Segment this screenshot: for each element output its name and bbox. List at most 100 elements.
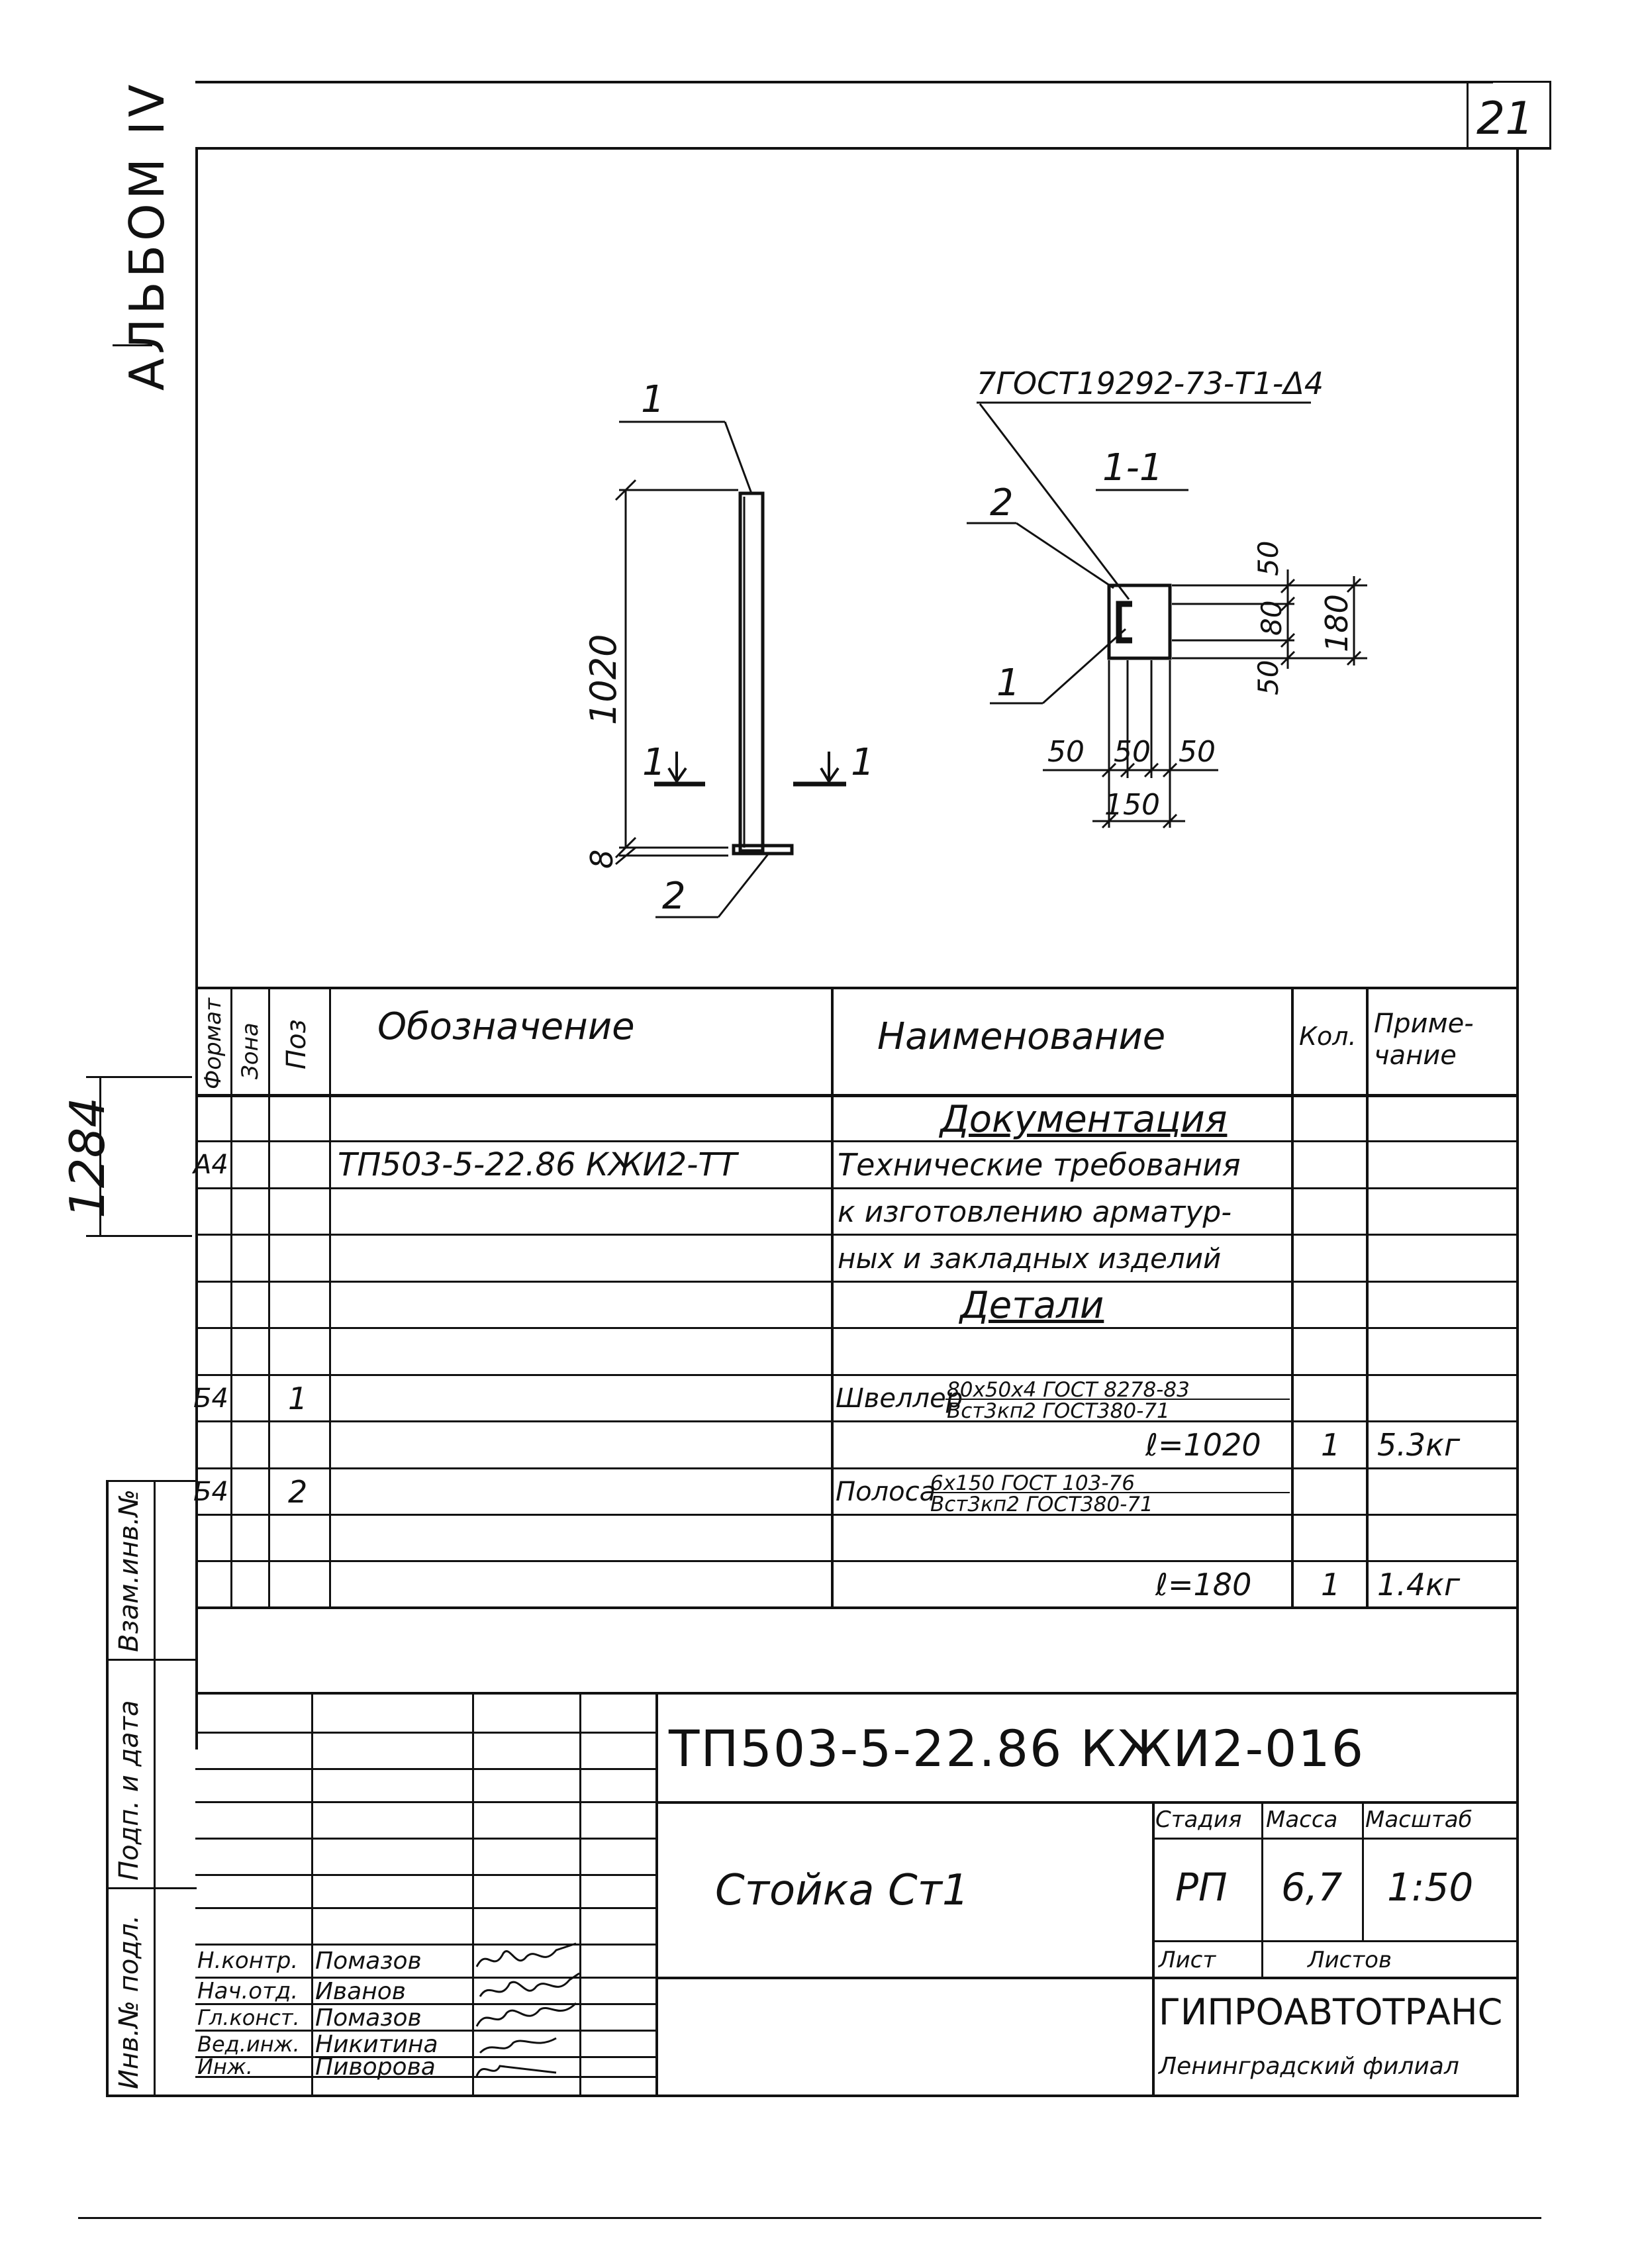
elev-cut-left: 1 bbox=[642, 741, 666, 784]
section-channel bbox=[1116, 601, 1132, 644]
elev-pos-top: 1 bbox=[641, 378, 665, 421]
part1-spec-fraction-line bbox=[945, 1399, 1290, 1400]
header-name: Наименование bbox=[877, 1014, 1166, 1058]
header-format: Формат bbox=[200, 998, 226, 1089]
sig-row-9 bbox=[195, 2003, 655, 2005]
doc-format: А4 bbox=[193, 1150, 228, 1180]
dim-h-left: 50 bbox=[1047, 735, 1085, 769]
spec-row-line-10 bbox=[195, 1560, 1518, 1562]
drawing-area: 1 1020 8 2 1 1 7ГОСТ19292-73-Т1-Δ4 1-1 2… bbox=[583, 366, 1367, 918]
header-designation: Обозначение bbox=[377, 1005, 635, 1048]
stamp-title-bottom bbox=[655, 1977, 1518, 1979]
dim-v-top: 50 bbox=[1252, 541, 1284, 576]
spec-row-line-8 bbox=[195, 1467, 1518, 1469]
page-number-box-left bbox=[1467, 81, 1469, 147]
signature-2 bbox=[479, 1972, 580, 1997]
sig-row-12 bbox=[195, 2076, 655, 2078]
header-zone: Зона bbox=[237, 1022, 264, 1079]
header-qty: Кол. bbox=[1299, 1022, 1357, 1051]
dim-v-mid: 80 bbox=[1255, 601, 1288, 636]
section-parts: Детали bbox=[960, 1283, 1104, 1327]
elev-pos-bottom: 2 bbox=[662, 875, 686, 918]
archive-number: 1284 bbox=[60, 1097, 115, 1218]
part1-spec-bottom: Вст3кп2 ГОСТ380-71 bbox=[947, 1399, 1170, 1423]
sig-row-6 bbox=[195, 1907, 655, 1909]
side-label-vzam: Взам.инв.№ bbox=[114, 1489, 144, 1652]
side-strip-div-1 bbox=[106, 1659, 197, 1661]
stamp-top-line bbox=[195, 1692, 1518, 1695]
frame-right-line bbox=[1516, 147, 1519, 2097]
spec-col-note bbox=[1366, 987, 1369, 1608]
side-strip-inner bbox=[154, 1480, 156, 2096]
part2-note: 1.4кг bbox=[1377, 1567, 1461, 1602]
sig-col-1 bbox=[311, 1692, 313, 2096]
sig-row-11 bbox=[195, 2056, 655, 2058]
part1-name: Швеллер bbox=[836, 1383, 963, 1414]
dim-h-total: 150 bbox=[1104, 788, 1160, 822]
name-2: Иванов bbox=[315, 1977, 406, 2005]
stamp-sheets-label: Листов bbox=[1308, 1947, 1392, 1973]
part2-format: Б4 bbox=[193, 1477, 228, 1507]
signature-4 bbox=[479, 2037, 557, 2054]
part1-format: Б4 bbox=[193, 1383, 228, 1414]
sig-col-3 bbox=[579, 1692, 581, 2096]
stamp-branch: Ленинградский филиал bbox=[1159, 2052, 1459, 2080]
frame-left-line bbox=[195, 147, 198, 1750]
doc-name-line-2: к изготовлению арматур- bbox=[838, 1195, 1232, 1229]
dim-v-total: 180 bbox=[1319, 594, 1355, 652]
stamp-col-divider bbox=[655, 1692, 658, 2096]
sig-row-7 bbox=[195, 1944, 655, 1946]
part1-spec-top: 80х50х4 ГОСТ 8278-83 bbox=[947, 1378, 1190, 1402]
sig-row-2 bbox=[195, 1768, 655, 1770]
role-3: Гл.конст. bbox=[197, 2005, 300, 2030]
elev-base-dim: 8 bbox=[584, 850, 620, 869]
part1-note: 5.3кг bbox=[1377, 1427, 1461, 1463]
sig-row-8 bbox=[195, 1977, 655, 1979]
stamp-code: ТП503-5-22.86 КЖИ2-016 bbox=[669, 1718, 1365, 1778]
sig-row-4 bbox=[195, 1838, 655, 1840]
spec-bottom-line bbox=[195, 1606, 1518, 1609]
dim-v-bottom: 50 bbox=[1252, 660, 1284, 695]
stamp-stage-col bbox=[1261, 1801, 1263, 1940]
header-pos: Поз bbox=[281, 1019, 312, 1069]
part1-pos: 1 bbox=[288, 1381, 308, 1416]
doc-name-line-3: ных и закладных изделий bbox=[838, 1242, 1222, 1275]
name-5: Пиворова bbox=[315, 2053, 436, 2081]
name-3: Помазов bbox=[315, 2004, 422, 2032]
stamp-stage: РП bbox=[1175, 1865, 1228, 1910]
frame-bottom-line bbox=[106, 2095, 1518, 2097]
spec-col-name bbox=[831, 987, 834, 1608]
dim-h-right: 50 bbox=[1179, 735, 1216, 769]
header-note: Приме-чание bbox=[1374, 1009, 1474, 1071]
side-label-inv: Инв.№ подл. bbox=[114, 1914, 144, 2089]
stamp-stage-row-line bbox=[1152, 1838, 1518, 1840]
inner-frame-top bbox=[195, 147, 1551, 150]
section-pos-bottom: 1 bbox=[996, 662, 1020, 705]
spec-row-line-9 bbox=[195, 1514, 1518, 1516]
stamp-values-row-line bbox=[1152, 1940, 1518, 1942]
stamp-title: Стойка Ст1 bbox=[715, 1866, 969, 1915]
page-bottom-line bbox=[78, 2217, 1541, 2219]
sig-row-10 bbox=[195, 2030, 655, 2032]
stamp-right-col-divider bbox=[1152, 1801, 1155, 2096]
part1-length: ℓ=1020 bbox=[1145, 1427, 1261, 1463]
stamp-stage-label: Стадия bbox=[1155, 1806, 1242, 1833]
album-bracket-line bbox=[113, 344, 152, 346]
sig-row-5 bbox=[195, 1874, 655, 1876]
doc-designation: ТП503-5-22.86 КЖИ2-ТТ bbox=[338, 1146, 738, 1183]
side-strip-left bbox=[106, 1480, 109, 2096]
spec-row-line-4 bbox=[195, 1281, 1518, 1283]
frame-top-line bbox=[195, 81, 1493, 83]
archive-bracket-bottom bbox=[86, 1235, 192, 1237]
part2-length: ℓ=180 bbox=[1155, 1567, 1252, 1602]
sig-row-1 bbox=[195, 1732, 655, 1734]
stamp-mass: 6,7 bbox=[1281, 1865, 1343, 1910]
archive-bracket-side bbox=[99, 1078, 101, 1235]
stamp-scale: 1:50 bbox=[1387, 1865, 1474, 1910]
stamp-org: ГИПРОАВТОТРАНС bbox=[1159, 1991, 1503, 2033]
page-number: 21 bbox=[1476, 93, 1534, 145]
role-1: Н.контр. bbox=[197, 1948, 299, 1974]
page-number-box-right bbox=[1549, 81, 1551, 147]
role-5: Инж. bbox=[197, 2054, 253, 2079]
part2-spec-fraction-line bbox=[929, 1492, 1290, 1493]
